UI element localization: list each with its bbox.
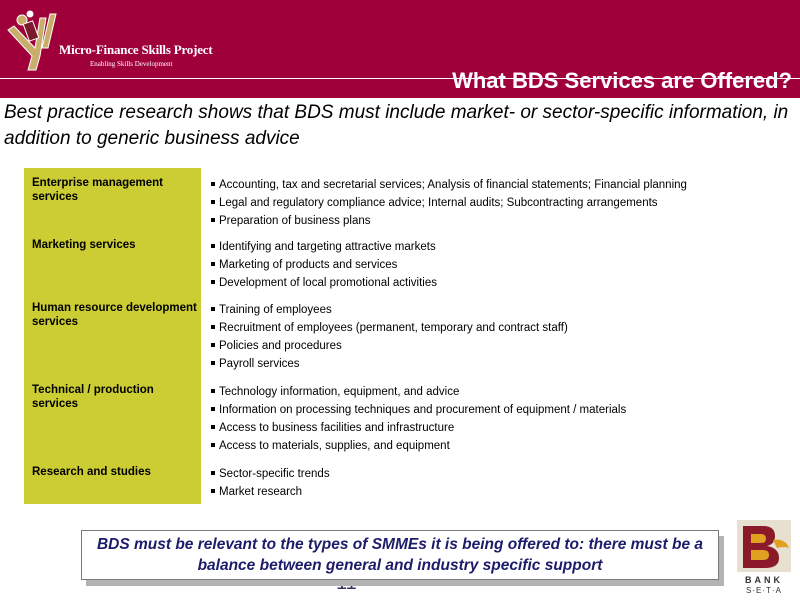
- bank-seta-logo: BANK S·E·T·A: [735, 518, 793, 596]
- logo-title: Micro-Finance Skills Project: [59, 42, 213, 57]
- svg-text:S·E·T·A: S·E·T·A: [746, 586, 782, 595]
- service-row-technical: Technical / production services Technolo…: [24, 375, 776, 457]
- bullet-icon: [211, 361, 215, 365]
- callout-box: BDS must be relevant to the types of SMM…: [81, 530, 719, 580]
- list-item: Sector-specific trends: [211, 465, 776, 483]
- svg-text:BANK: BANK: [745, 575, 783, 585]
- bullet-icon: [211, 407, 215, 411]
- category-label: Technical / production services: [24, 375, 201, 457]
- bank-seta-emblem-icon: BANK S·E·T·A: [735, 518, 793, 596]
- list-item: Access to materials, supplies, and equip…: [211, 437, 776, 455]
- bullet-icon: [211, 307, 215, 311]
- list-item: Information on processing techniques and…: [211, 401, 776, 419]
- list-item: Recruitment of employees (permanent, tem…: [211, 319, 776, 337]
- bullet-icon: [211, 182, 215, 186]
- header-band: Micro-Finance Skills Project Enabling Sk…: [0, 0, 800, 98]
- list-item: Legal and regulatory compliance advice; …: [211, 194, 776, 212]
- list-item: Marketing of products and services: [211, 256, 776, 274]
- bullet-icon: [211, 443, 215, 447]
- service-row-enterprise: Enterprise management services Accountin…: [24, 168, 776, 230]
- bullet-icon: [211, 262, 215, 266]
- item-list: Accounting, tax and secretarial services…: [205, 168, 776, 230]
- bullet-icon: [211, 489, 215, 493]
- category-label: Enterprise management services: [24, 168, 201, 230]
- category-label: Human resource development services: [24, 293, 201, 375]
- bullet-icon: [211, 425, 215, 429]
- bullet-icon: [211, 200, 215, 204]
- list-item: Access to business facilities and infras…: [211, 419, 776, 437]
- bullet-icon: [211, 280, 215, 284]
- service-row-human-resources: Human resource development services Trai…: [24, 293, 776, 375]
- bullet-icon: [211, 218, 215, 222]
- list-item: Identifying and targeting attractive mar…: [211, 238, 776, 256]
- callout-text: BDS must be relevant to the types of SMM…: [96, 536, 704, 574]
- service-row-research: Research and studies Sector-specific tre…: [24, 457, 776, 504]
- service-row-marketing: Marketing services Identifying and targe…: [24, 230, 776, 293]
- list-item: Market research: [211, 483, 776, 501]
- list-item: Payroll services: [211, 355, 776, 373]
- category-label: Marketing services: [24, 230, 201, 293]
- logo-subtitle: Enabling Skills Development: [90, 60, 173, 68]
- list-item: Development of local promotional activit…: [211, 274, 776, 292]
- slide-title: What BDS Services are Offered?: [452, 68, 792, 93]
- figure-logo-icon: [7, 10, 57, 71]
- bullet-icon: [211, 471, 215, 475]
- list-item: Policies and procedures: [211, 337, 776, 355]
- category-label: Research and studies: [24, 457, 201, 504]
- item-list: Sector-specific trends Market research: [205, 457, 776, 504]
- item-list: Identifying and targeting attractive mar…: [205, 230, 776, 293]
- list-item: Accounting, tax and secretarial services…: [211, 176, 776, 194]
- bullet-icon: [211, 343, 215, 347]
- slide-subtitle: Best practice research shows that BDS mu…: [4, 102, 789, 149]
- bullet-icon: [211, 325, 215, 329]
- services-table: Enterprise management services Accountin…: [24, 168, 776, 504]
- list-item: Technology information, equipment, and a…: [211, 383, 776, 401]
- micro-finance-logo: Micro-Finance Skills Project Enabling Sk…: [6, 8, 213, 78]
- item-list: Technology information, equipment, and a…: [205, 375, 776, 457]
- list-item: Training of employees: [211, 301, 776, 319]
- bullet-icon: [211, 244, 215, 248]
- bullet-icon: [211, 389, 215, 393]
- item-list: Training of employees Recruitment of emp…: [205, 293, 776, 375]
- header-divider: [0, 78, 800, 79]
- list-item: Preparation of business plans: [211, 212, 776, 230]
